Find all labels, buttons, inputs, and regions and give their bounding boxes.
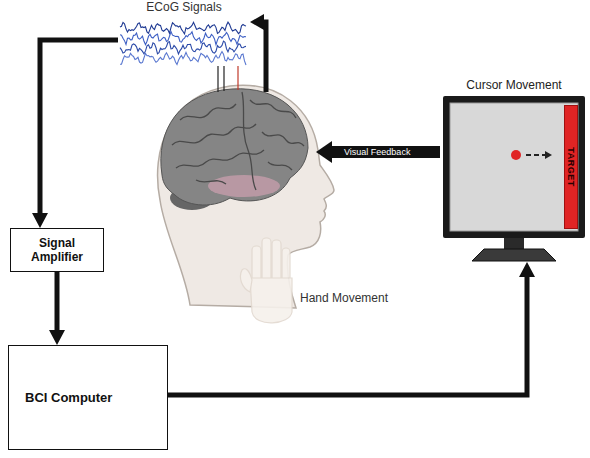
monitor-frame	[443, 96, 585, 238]
ecog-pickup-arrow	[262, 22, 266, 92]
ecog-waves	[120, 22, 246, 65]
signal-panel: ECoG Signals	[118, 0, 250, 74]
head-outline	[158, 85, 334, 308]
monitor: TARGET Cursor Movement	[440, 78, 588, 262]
ecog-trace	[120, 41, 246, 54]
signal-arrow	[40, 40, 118, 213]
cursor-dot	[511, 150, 521, 160]
amplifier-box: Signal Amplifier	[10, 228, 104, 272]
brain	[161, 89, 308, 205]
monitor-base	[472, 249, 556, 261]
computer-box: BCI Computer	[8, 345, 168, 450]
node-label: Signal Amplifier	[15, 236, 99, 264]
signal-arrow	[168, 277, 527, 395]
cursor-arrowhead	[545, 151, 552, 159]
monitor-screen	[450, 103, 578, 231]
feedback-label: Visual Feedback	[342, 146, 412, 158]
brain-gyri	[172, 92, 304, 190]
ecog-trace	[120, 22, 246, 34]
cursor-path	[526, 154, 546, 156]
target-bar: TARGET	[564, 105, 578, 229]
monitor-neck	[504, 238, 524, 249]
node-label: ECoG Signals	[118, 0, 250, 14]
ecog-trace	[120, 32, 246, 45]
target-label: TARGET	[566, 147, 576, 186]
visual-feedback-arrow	[330, 146, 440, 158]
node-label: Cursor Movement	[440, 78, 588, 93]
temporal-lobe	[208, 175, 280, 197]
hand-illustration	[240, 238, 292, 323]
hand-movement-label: Hand Movement	[300, 291, 388, 305]
node-label: BCI Computer	[25, 390, 112, 406]
signal-arrow	[55, 272, 60, 330]
ecog-trace	[120, 52, 246, 65]
